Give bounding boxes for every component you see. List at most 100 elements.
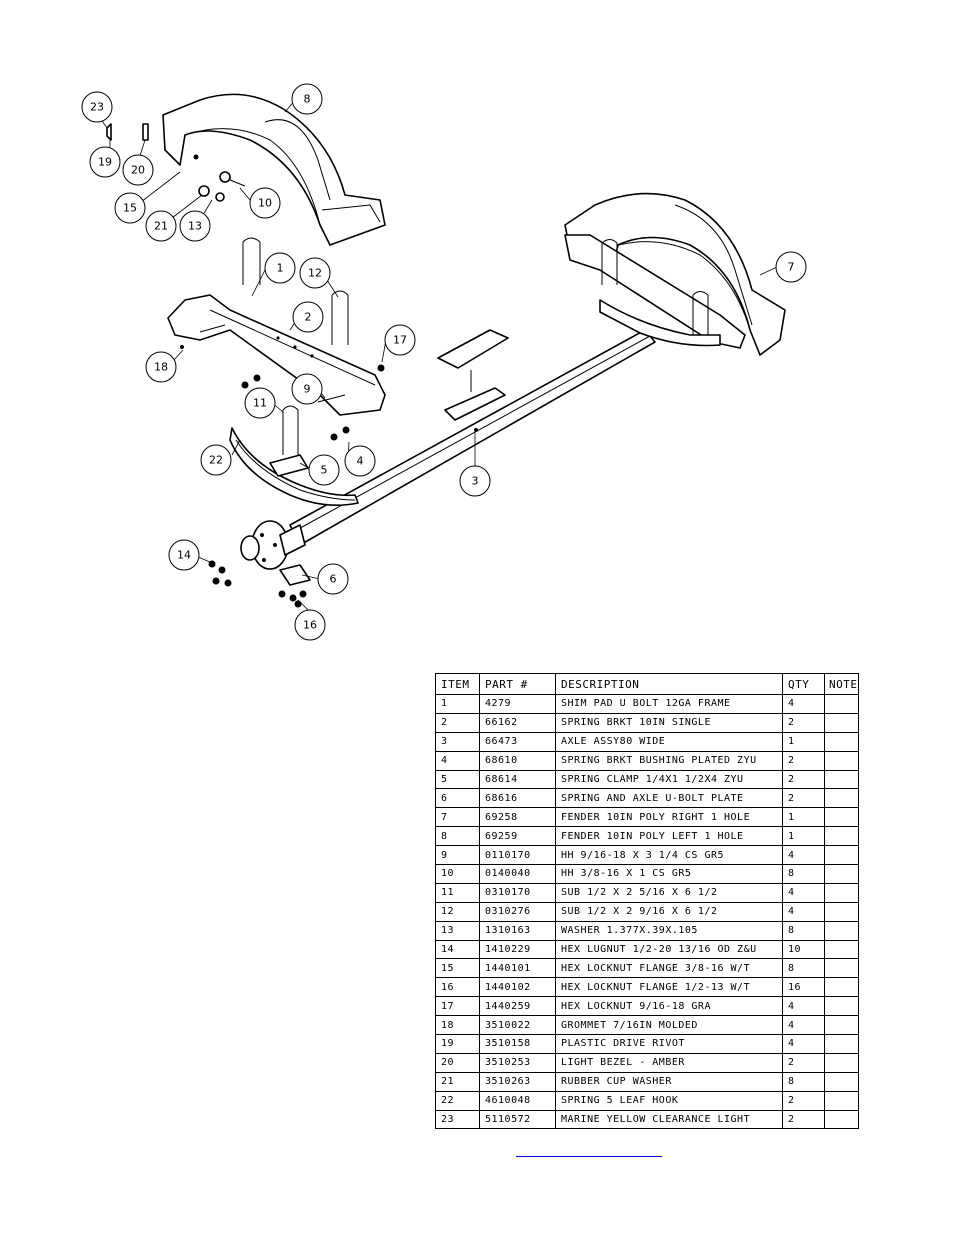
cell-item: 21 [435,1071,480,1092]
spring-bracket-right [564,234,746,349]
cell-qty: 2 [782,750,825,771]
cell-item: 17 [435,996,480,1017]
svg-text:7: 7 [788,261,795,274]
cell-note [824,807,859,828]
callout-15: 15 [114,192,146,224]
callout-12: 12 [299,257,331,289]
cell-qty: 1 [782,731,825,752]
cell-note [824,788,859,809]
cell-note [824,996,859,1017]
callout-14: 14 [168,539,200,571]
cell-item: 8 [435,826,480,847]
cell-description: SPRING BRKT 10IN SINGLE [555,712,783,733]
cell-part: 0140040 [479,864,556,884]
cell-part: 3510022 [479,1015,556,1036]
cell-item: 22 [435,1090,480,1111]
cell-part: 4610048 [479,1090,556,1111]
cell-item: 12 [435,901,480,922]
svg-text:8: 8 [304,93,311,106]
header-description: DESCRIPTION [555,673,783,695]
cell-item: 19 [435,1034,480,1054]
u-bolts [242,237,709,455]
cell-note [824,1109,859,1130]
svg-text:13: 13 [188,220,202,233]
cell-description: GROMMET 7/16IN MOLDED [555,1015,783,1036]
cell-part: 3510253 [479,1052,556,1073]
svg-text:6: 6 [330,573,337,586]
svg-text:19: 19 [98,156,112,169]
cell-part: 68614 [479,769,556,790]
cell-note [824,712,859,733]
cell-note [824,882,859,903]
cell-item: 4 [435,750,480,771]
cell-qty: 2 [782,769,825,790]
cell-part: 69258 [479,807,556,828]
cell-part: 5110572 [479,1109,556,1130]
cell-description: HEX LOCKNUT 9/16-18 GRA [555,996,783,1017]
hardware [106,123,385,608]
callout-11: 11 [244,387,276,419]
cell-item: 3 [435,731,480,752]
header-part: PART # [479,673,556,695]
cell-note [824,1090,859,1111]
svg-text:1: 1 [277,262,284,275]
fender-left [162,93,386,246]
cell-qty: 16 [782,977,825,998]
leaf-spring-right [599,299,721,347]
cell-part: 0310276 [479,901,556,922]
cell-description: SPRING AND AXLE U-BOLT PLATE [555,788,783,809]
header-item: ITEM [435,673,480,695]
spring-bracket-left [167,294,386,416]
footer-link-underline[interactable] [516,1156,662,1157]
cell-description: HEX LOCKNUT FLANGE 1/2-13 W/T [555,977,783,998]
cell-item: 2 [435,712,480,733]
svg-text:12: 12 [308,267,322,280]
cell-qty: 2 [782,712,825,733]
cell-part: 69259 [479,826,556,847]
callout-19: 19 [89,146,121,178]
header-note: NOTE [824,673,859,695]
cell-qty: 8 [782,958,825,979]
cell-part: 1310163 [479,920,556,941]
cell-qty: 4 [782,882,825,903]
cell-item: 13 [435,920,480,941]
cell-note [824,731,859,752]
cell-note [824,958,859,979]
cell-qty: 4 [782,694,825,714]
callout-2: 2 [292,301,324,333]
cell-item: 20 [435,1052,480,1073]
cell-part: 68616 [479,788,556,809]
callout-16: 16 [294,609,326,641]
svg-text:15: 15 [123,202,137,215]
cell-part: 1440259 [479,996,556,1017]
svg-text:5: 5 [321,464,328,477]
svg-text:4: 4 [357,455,364,468]
leaf-spring [229,427,359,507]
cell-description: AXLE ASSY80 WIDE [555,731,783,752]
cell-description: RUBBER CUP WASHER [555,1071,783,1092]
cell-note [824,769,859,790]
callout-4: 4 [344,445,376,477]
cell-description: SHIM PAD U BOLT 12GA FRAME [555,694,783,714]
cell-qty: 8 [782,1071,825,1092]
cell-qty: 8 [782,864,825,884]
svg-text:23: 23 [90,101,104,114]
cell-qty: 1 [782,807,825,828]
svg-text:17: 17 [393,334,407,347]
cell-note [824,1015,859,1036]
svg-text:11: 11 [253,397,267,410]
callout-17: 17 [384,324,416,356]
fender-right [564,192,786,356]
